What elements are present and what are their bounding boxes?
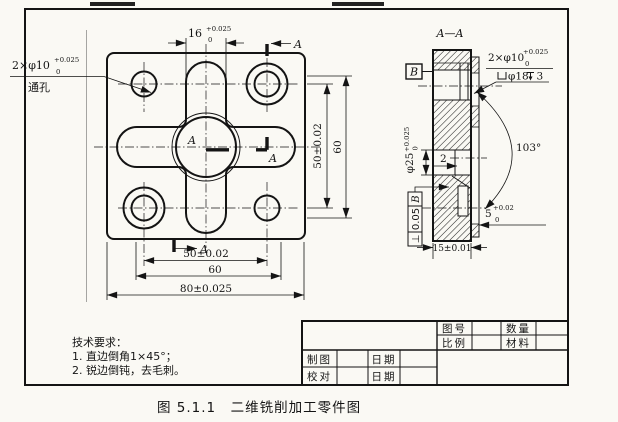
cut-label-mid: A [268,152,277,165]
hole-callout: 2×φ10 +0.025 0 通孔 [10,56,152,94]
dim-80-bottom: 80±0.025 [106,242,305,300]
gdt-frame: ⊥ 0.05 B [407,183,449,247]
dim-5: 5 +0.02 0 [479,204,546,229]
scan-artifact [332,2,384,6]
dim-bore: φ25 +0.025 0 [403,127,433,176]
dim50-right-value: 50±0.02 [312,123,324,169]
dim5-value: 5 [485,208,492,220]
dim-step: 2 [433,153,457,170]
depth-icon [527,72,534,81]
tb-quantity: 数量 [506,322,531,335]
tb-material: 材料 [506,337,531,350]
dim60-right-value: 60 [332,140,344,153]
tech-title: 技术要求： [72,336,127,349]
cutting-plane-marks: A A A A [172,38,302,256]
tb-date2: 日期 [372,371,397,383]
origin-label: A [187,134,196,147]
cb-tol-dn: 0 [525,60,529,68]
counterbore-callout: 2×φ10 +0.025 0 φ18 3 [473,48,553,94]
cb-dia: φ18 [508,71,529,83]
dim80-bottom-value: 80±0.025 [180,283,232,295]
callout-text: 2×φ10 [12,59,50,72]
section-title: A—A [436,27,464,40]
dim16-value: 16 [188,27,202,40]
dim-16: 16 +0.025 0 [168,25,244,102]
tb-scale: 比例 [442,337,467,350]
cb-main: 2×φ10 [488,52,524,64]
drawing-frame [24,2,569,386]
tech-item-2: 2. 锐边倒钝，去毛刺。 [72,363,185,377]
dim-60-right: 60 [307,75,352,219]
datum-b: B [405,63,433,80]
dim15-value: 15±0.01 [432,244,471,254]
angle-value: 103° [516,142,541,154]
tech-item-1: 1. 直边倒角1×45°； [72,349,177,363]
gdt-tolerance: 0.05 [411,208,422,230]
tech-requirements: 技术要求： 1. 直边倒角1×45°； 2. 锐边倒钝，去毛刺。 [72,336,185,377]
datum-label: B [409,66,418,79]
callout-tol-up: +0.025 [54,56,79,64]
scan-artifact [90,2,135,6]
tb-drawing-no: 图号 [442,323,467,335]
figure-caption: 图 5.1.1 二维铣削加工零件图 [157,400,361,416]
dim-60-bottom: 60 [135,242,282,280]
dim16-tol-up: +0.025 [206,25,231,33]
cb-depth: 3 [537,71,544,83]
callout-sub: 通孔 [28,81,50,94]
bore-tol-dn: 0 [412,146,420,150]
cut-label-bottom: A [199,243,208,256]
angle-dim: 103° [476,91,541,210]
dim-15: 15±0.01 [417,242,487,259]
dim-50-right: 50±0.02 [307,83,333,209]
gdt-datum: B [411,195,422,203]
tb-date1: 日期 [372,354,397,366]
dim60-bottom-value: 60 [208,264,221,276]
bore-value: φ25 [404,153,416,174]
cb-tol-up: +0.025 [523,48,548,56]
dim5-tol-up: +0.02 [493,204,514,212]
title-block: 图号 数量 比例 材料 制图 日期 校对 日期 [301,320,569,386]
tb-checked-by: 校对 [307,370,332,383]
dim16-tol-dn: 0 [208,36,212,44]
dim5-tol-dn: 0 [495,216,499,224]
gdt-symbol: ⊥ [411,235,422,244]
front-view: 2×φ10 +0.025 0 通孔 16 +0.025 0 50±0.02 [10,25,352,300]
counterbore-icon [497,72,507,80]
step-value: 2 [440,153,447,165]
tb-drawn-by: 制图 [307,353,332,366]
section-view: A—A [403,27,553,259]
callout-tol-dn: 0 [56,68,60,76]
cut-label-top: A [293,38,302,51]
bore-tol-up: +0.025 [403,127,411,152]
